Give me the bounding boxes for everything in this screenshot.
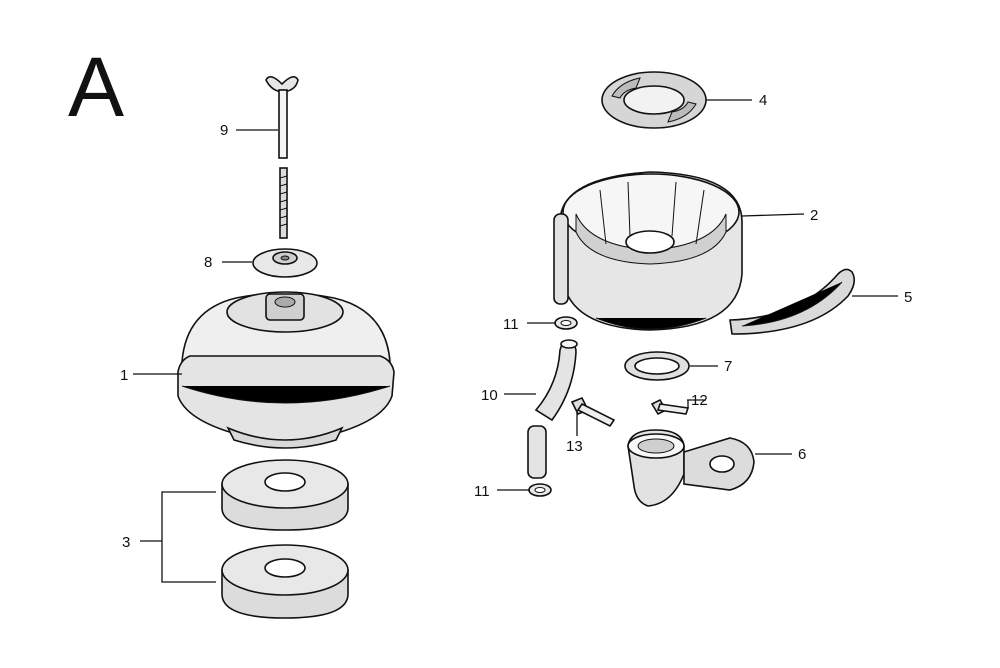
section-letter: A <box>68 40 124 134</box>
part-10-breather-tube <box>527 339 578 479</box>
part-6-elbow-joint <box>627 429 755 507</box>
callout-10: 10 <box>481 387 498 404</box>
callout-2: 2 <box>810 207 818 224</box>
callout-11-upper: 11 <box>503 316 519 333</box>
part-7-gasket <box>624 351 690 381</box>
part-5-band <box>729 268 856 335</box>
callout-4: 4 <box>759 92 767 109</box>
part-12-bolt <box>650 398 690 416</box>
part-3-filter-element-lower <box>221 544 349 619</box>
callout-1: 1 <box>120 367 128 384</box>
part-3-filter-element-upper <box>221 459 349 531</box>
callout-3: 3 <box>122 534 130 551</box>
callout-7: 7 <box>724 358 732 375</box>
callout-11-lower: 11 <box>474 483 490 500</box>
part-4-cap <box>601 71 707 129</box>
part-2-air-cleaner-case <box>553 171 743 331</box>
callout-12: 12 <box>691 392 708 409</box>
callout-6: 6 <box>798 446 806 463</box>
callout-9: 9 <box>220 122 228 139</box>
part-8-washer <box>252 248 318 278</box>
part-1-air-cleaner-cover <box>177 291 395 449</box>
part-13-bolt <box>570 396 616 428</box>
part-11-clip-upper <box>554 316 578 330</box>
part-9-wing-bolt <box>265 76 299 239</box>
callout-5: 5 <box>904 289 912 306</box>
callout-8: 8 <box>204 254 212 271</box>
leader-lines <box>133 99 898 583</box>
callout-13: 13 <box>566 438 583 455</box>
part-11-clip-lower <box>528 483 552 497</box>
